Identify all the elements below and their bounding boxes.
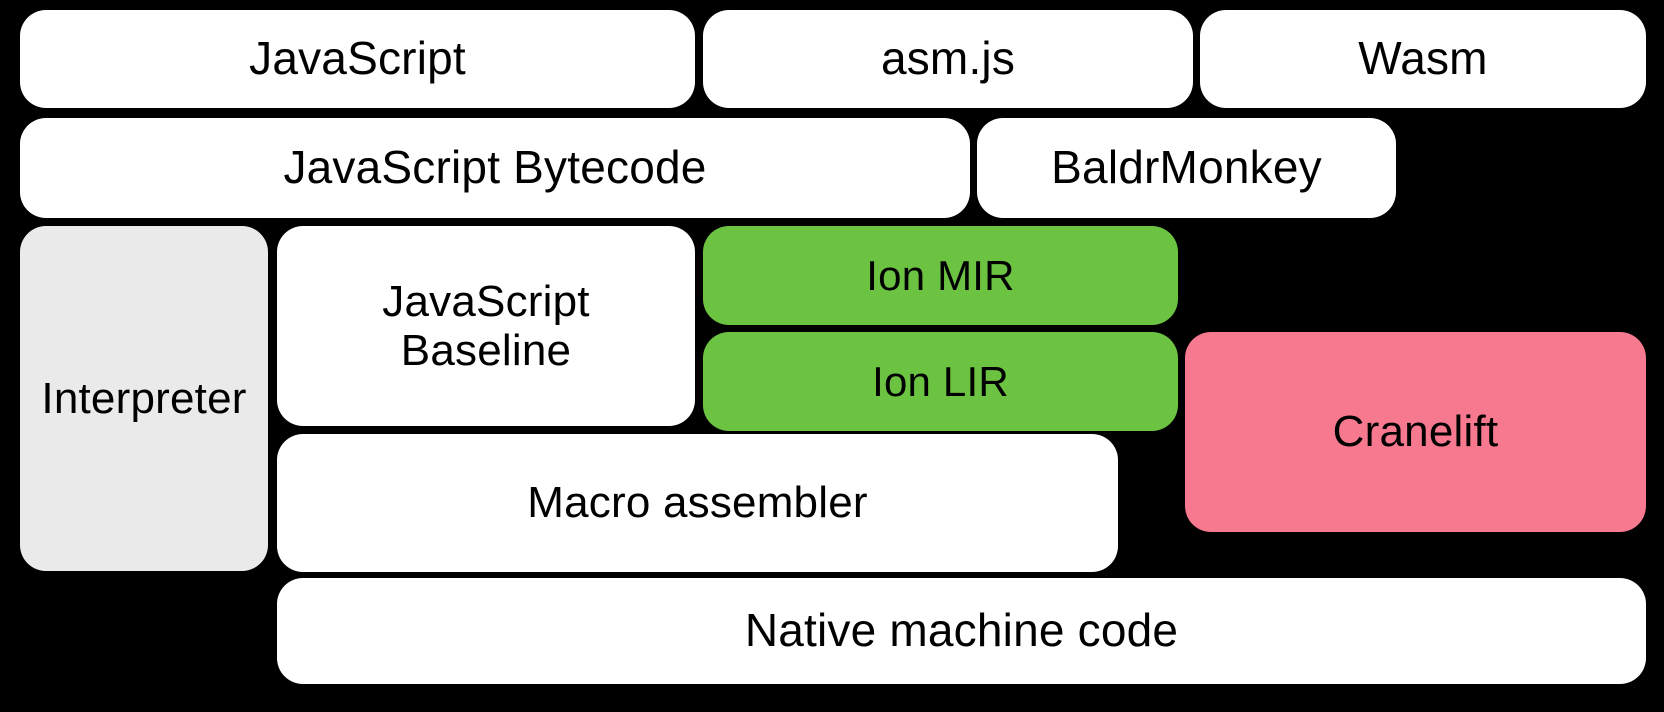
node-interpreter: Interpreter (20, 226, 268, 571)
node-native-machine-code: Native machine code (277, 578, 1646, 684)
node-ion-lir: Ion LIR (703, 332, 1178, 431)
node-ion-mir: Ion MIR (703, 226, 1178, 325)
node-baldrmonkey: BaldrMonkey (977, 118, 1396, 218)
node-asmjs: asm.js (703, 10, 1193, 108)
node-javascript: JavaScript (20, 10, 695, 108)
node-wasm: Wasm (1200, 10, 1646, 108)
node-javascript-bytecode: JavaScript Bytecode (20, 118, 970, 218)
node-cranelift: Cranelift (1185, 332, 1646, 532)
node-macro-assembler: Macro assembler (277, 434, 1118, 572)
node-javascript-baseline: JavaScript Baseline (277, 226, 695, 426)
